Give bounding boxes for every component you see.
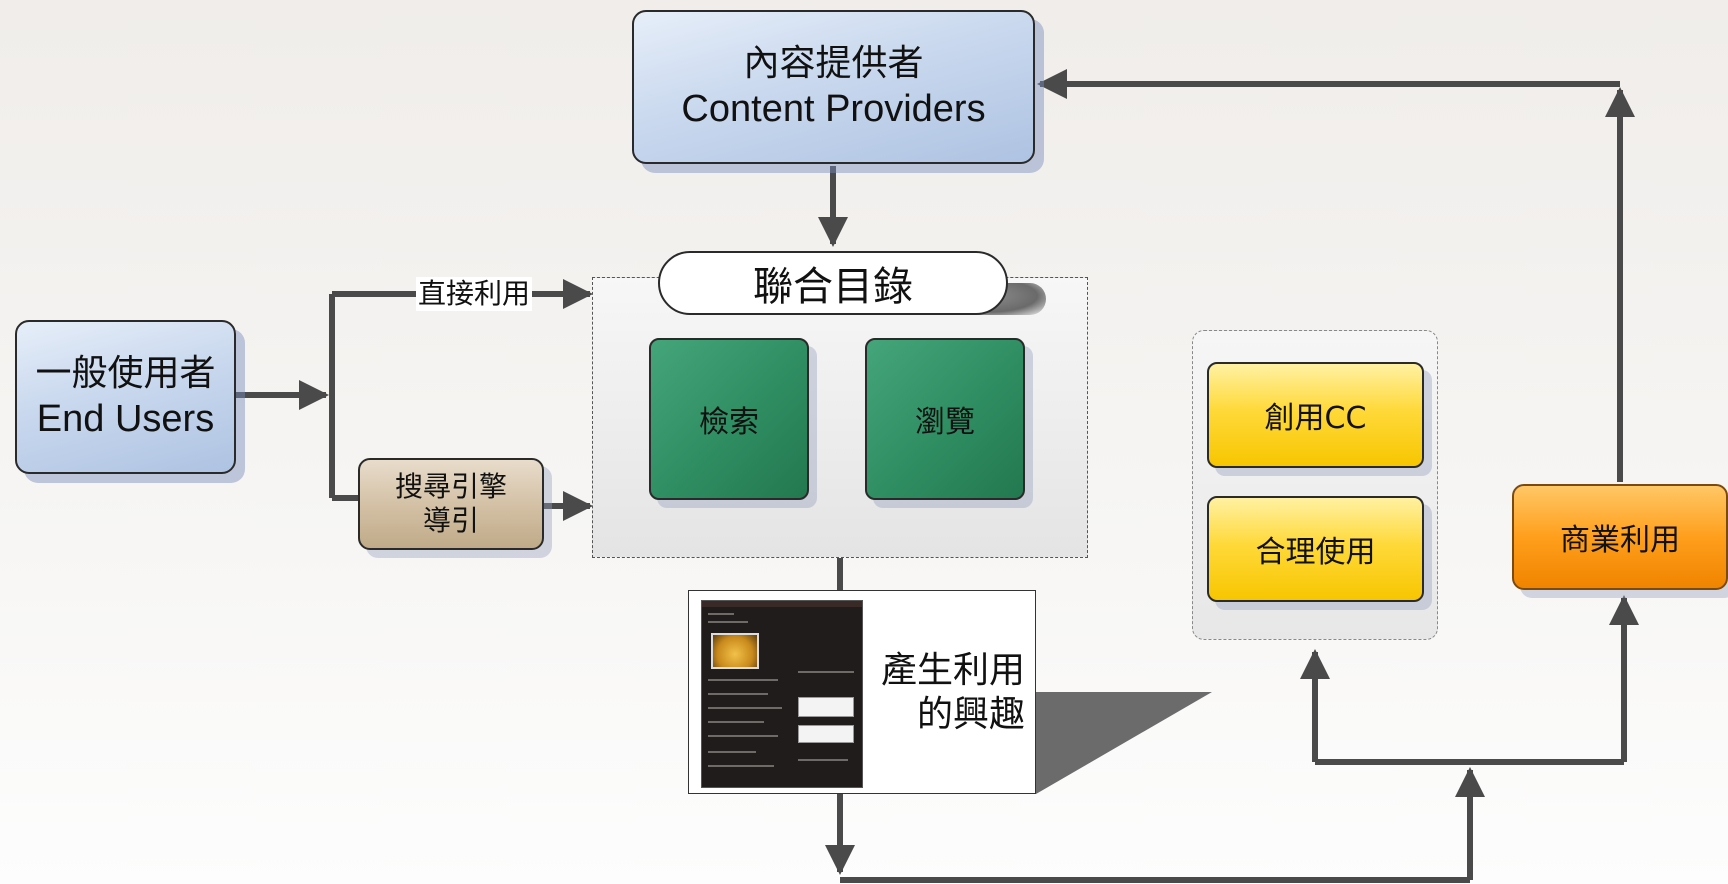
search-engine-node: 搜尋引擎 導引 bbox=[358, 458, 544, 550]
thumbnail-line bbox=[798, 759, 848, 761]
interest-line2: 的興趣 bbox=[916, 694, 1025, 735]
thumbnail-line bbox=[708, 679, 778, 681]
catalog-page-thumbnail bbox=[701, 600, 863, 788]
fair-use-node: 合理使用 bbox=[1207, 496, 1424, 602]
thumbnail-line bbox=[708, 707, 782, 709]
interest-card-shadow bbox=[1036, 692, 1212, 794]
browse-label: 瀏覽 bbox=[915, 405, 975, 440]
browse-node: 瀏覽 bbox=[865, 338, 1025, 500]
end-users-label-cn: 一般使用者 bbox=[35, 353, 216, 394]
fair-use-label: 合理使用 bbox=[1255, 535, 1376, 570]
creative-commons-node: 創用CC bbox=[1207, 362, 1424, 468]
thumbnail-line bbox=[708, 721, 764, 723]
thumbnail-header-bar bbox=[702, 601, 862, 607]
search-node: 檢索 bbox=[649, 338, 809, 500]
content-providers-label-en: Content Providers bbox=[681, 88, 986, 130]
interest-line1: 產生利用 bbox=[880, 650, 1025, 691]
thumbnail-line bbox=[708, 693, 768, 695]
thumbnail-line bbox=[708, 751, 756, 753]
thumbnail-line bbox=[798, 671, 854, 673]
search-label: 檢索 bbox=[699, 405, 759, 440]
artifact-image-icon bbox=[711, 633, 759, 669]
search-engine-line2: 導引 bbox=[422, 504, 479, 537]
interest-card: 產生利用 的興趣 bbox=[688, 590, 1036, 794]
thumbnail-line bbox=[708, 735, 778, 737]
thumbnail-window bbox=[798, 697, 854, 717]
end-users-node: 一般使用者 End Users bbox=[15, 320, 236, 474]
direct-use-label: 直接利用 bbox=[416, 277, 533, 311]
thumbnail-line bbox=[708, 621, 748, 623]
thumbnail-window bbox=[798, 725, 854, 743]
thumbnail-line bbox=[708, 613, 734, 615]
search-engine-line1: 搜尋引擎 bbox=[394, 470, 507, 503]
union-catalog-title: 聯合目錄 bbox=[658, 251, 1008, 315]
creative-commons-label: 創用CC bbox=[1264, 401, 1367, 436]
interest-label: 產生利用 的興趣 bbox=[881, 649, 1025, 737]
commercial-use-label: 商業利用 bbox=[1560, 523, 1680, 558]
content-providers-label-cn: 內容提供者 bbox=[743, 43, 924, 84]
end-users-label-en: End Users bbox=[36, 398, 215, 440]
commercial-use-node: 商業利用 bbox=[1512, 484, 1728, 590]
thumbnail-line bbox=[708, 765, 774, 767]
content-providers-node: 內容提供者 Content Providers bbox=[632, 10, 1035, 164]
